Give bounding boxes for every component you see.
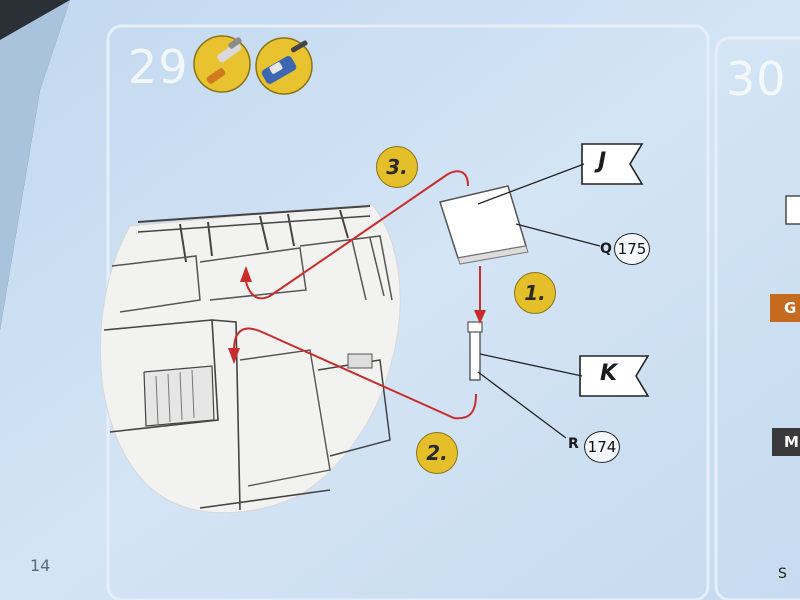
badge-g-label: G [784, 299, 797, 317]
sequence-badge-3: 3. [376, 146, 418, 188]
arrow-head-2 [228, 348, 240, 364]
flag-k-label: K [600, 361, 618, 386]
step-30-panel [714, 36, 800, 600]
step-number-next: 30 [726, 52, 787, 106]
arrow-head-3 [240, 266, 252, 282]
part-q-letter: Q [600, 241, 612, 257]
badge-m-label: M [784, 433, 799, 451]
glue-icon [255, 37, 313, 95]
badge-m-shape [772, 428, 800, 456]
step-number-current: 29 [128, 40, 189, 94]
part-r-post [467, 321, 483, 381]
flag-k [579, 355, 650, 397]
next-column-footer-letter: S [778, 566, 787, 582]
part-r-number: 174 [584, 431, 620, 463]
sequence-badge-2: 2. [416, 432, 458, 474]
assembly-arrows [233, 170, 481, 420]
part-q-number: 175 [614, 233, 650, 265]
sequence-badge-1: 1. [514, 272, 556, 314]
part-r-letter: R [568, 436, 579, 452]
paper-under-sheet [0, 0, 70, 330]
arrow-head-1 [474, 310, 486, 324]
flag-j [581, 143, 644, 185]
badge-g-shape [770, 294, 800, 322]
next-step-part [785, 195, 800, 225]
assembly-detail-view [99, 203, 401, 514]
page-number: 14 [30, 556, 51, 575]
flag-j-label: J [598, 149, 607, 174]
part-q-panel [439, 185, 529, 265]
paint-brush-icon [193, 35, 251, 93]
